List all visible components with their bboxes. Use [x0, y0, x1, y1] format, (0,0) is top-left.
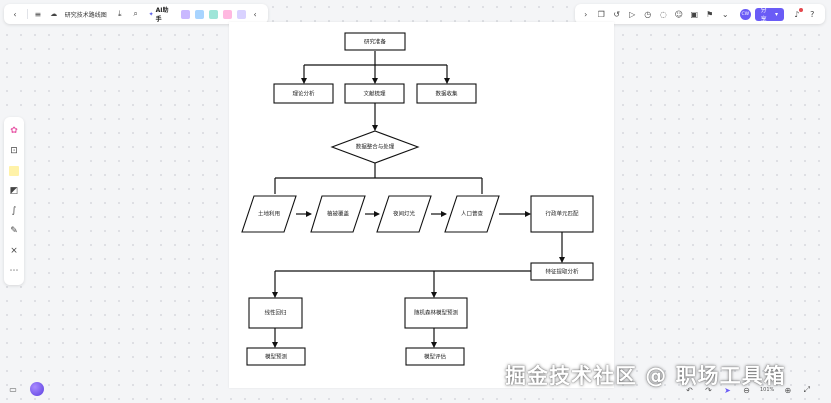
pen-tool-icon[interactable]: ✎: [10, 226, 18, 236]
collapse-chevron-icon[interactable]: ‹: [253, 9, 257, 19]
node-feature[interactable]: [530, 262, 594, 281]
zoom-out-icon[interactable]: ⊖: [743, 385, 750, 395]
redo-icon[interactable]: ↷: [705, 385, 712, 395]
help-icon[interactable]: ?: [810, 9, 815, 19]
app-plugin-icon[interactable]: [194, 9, 204, 19]
expand-chevron-icon[interactable]: ›: [584, 9, 588, 19]
bottom-right-controls: ↶ ↷ ➤ ⊖ 101% ⊕ ⤢: [680, 381, 816, 399]
ai-orb-icon[interactable]: [30, 382, 44, 396]
node-data-collection-label: 数据收集: [435, 90, 458, 98]
top-right-toolbar: › ❐ ↺ ▷ ◷ ◌ ☺ ▣ ⚑ ⌄ CW 分享 ▾ ♪ ?: [575, 4, 825, 24]
fit-screen-icon[interactable]: ⤢: [803, 385, 810, 394]
node-census-label: 人口普查: [461, 210, 484, 218]
share-dropdown-icon: ▾: [774, 10, 778, 18]
node-land-use-label: 土地利用: [258, 210, 280, 218]
menu-icon[interactable]: ≡: [34, 9, 42, 19]
node-linear-regression[interactable]: [248, 297, 303, 329]
zoom-level[interactable]: 101%: [760, 387, 775, 393]
node-literature-label: 文献梳理: [363, 90, 386, 98]
back-chevron-icon[interactable]: ‹: [13, 9, 17, 19]
share-label: 分享: [760, 7, 767, 23]
ai-assistant-label: AI助手: [155, 7, 169, 23]
search-icon[interactable]: ⌕: [133, 9, 138, 18]
notification-bell-icon[interactable]: ♪: [790, 7, 804, 21]
cloud-icon[interactable]: ☁: [50, 10, 58, 18]
node-land-use[interactable]: [241, 195, 297, 233]
download-icon[interactable]: ⤓: [117, 9, 122, 18]
mindmap-tool-icon[interactable]: ⨯: [10, 246, 18, 256]
node-vegetation-label: 植被覆盖: [327, 210, 350, 218]
app-plugin-icon[interactable]: [236, 9, 246, 19]
zoom-in-icon[interactable]: ⊕: [784, 385, 792, 395]
vote-icon[interactable]: ▣: [690, 9, 699, 19]
app-plugin-icon[interactable]: [208, 9, 218, 19]
node-random-forest-label: 随机森林模型预测: [414, 309, 459, 317]
node-night-light[interactable]: [376, 195, 432, 233]
node-theory-label: 理论分析: [292, 90, 315, 98]
node-theory[interactable]: [273, 83, 334, 104]
node-model-predict[interactable]: [246, 347, 306, 366]
node-decision[interactable]: [330, 130, 420, 164]
node-decision-label: 数据整合与处理: [356, 143, 395, 151]
select-cursor-icon[interactable]: ➤: [724, 385, 731, 395]
node-vegetation[interactable]: [310, 195, 366, 233]
node-literature[interactable]: [344, 83, 405, 104]
node-start[interactable]: [344, 32, 406, 51]
avatar[interactable]: CW: [740, 8, 751, 20]
node-linear-regression-label: 线性回归: [264, 309, 286, 317]
flowchart-diagram: 研究准备 理论分析 文献梳理 数据收集 数据整合与处理 土地利用 植被覆盖 夜间…: [241, 32, 594, 366]
timer-icon[interactable]: ◷: [644, 9, 652, 19]
palette-icon[interactable]: ✿: [10, 126, 18, 136]
app-plugin-icon[interactable]: [180, 9, 190, 19]
node-match-label: 行政单元匹配: [545, 210, 579, 218]
canvas-board[interactable]: 研究准备 理论分析 文献梳理 数据收集 数据整合与处理 土地利用 植被覆盖 夜间…: [229, 22, 614, 388]
emoji-icon[interactable]: ☺: [674, 9, 683, 19]
node-data-collection[interactable]: [416, 83, 477, 104]
node-start-label: 研究准备: [364, 38, 387, 46]
node-night-light-label: 夜间灯光: [393, 210, 416, 218]
top-left-toolbar: ‹ ≡ ☁ 研究技术路线图 ⤓ ⌕ ✦ AI助手 ‹: [4, 4, 268, 24]
undo-icon[interactable]: ↶: [686, 385, 693, 395]
sticky-note-icon: [9, 166, 19, 176]
flag-icon[interactable]: ⚑: [706, 9, 714, 19]
share-button[interactable]: 分享 ▾: [754, 7, 784, 23]
sticky-note-tool[interactable]: [7, 164, 21, 178]
shape-tool-icon[interactable]: ◩: [9, 186, 19, 196]
ai-sparkle-icon: ✦: [148, 10, 154, 18]
node-model-predict-label: 模型预测: [265, 353, 288, 361]
node-census[interactable]: [444, 195, 500, 233]
bottom-left-controls: ▭: [6, 382, 44, 396]
ai-assistant-button[interactable]: ✦ AI助手: [149, 5, 175, 23]
history-icon[interactable]: ↺: [613, 9, 621, 19]
more-chevron-icon[interactable]: ⌄: [721, 9, 729, 19]
template-icon[interactable]: ❐: [597, 9, 605, 19]
document-title[interactable]: 研究技术路线图: [64, 11, 107, 19]
node-model-eval[interactable]: [405, 347, 465, 366]
comment-icon[interactable]: ◌: [659, 9, 667, 19]
node-match[interactable]: [530, 195, 594, 233]
left-toolbar: ✿ ⊡ ◩ ∫ ✎ ⨯ ⋯: [4, 117, 24, 285]
divider: [26, 9, 28, 19]
play-icon[interactable]: ▷: [629, 9, 636, 19]
connector-tool-icon[interactable]: ∫: [11, 206, 17, 216]
more-tools-icon[interactable]: ⋯: [9, 266, 19, 276]
app-plugin-icon[interactable]: [222, 9, 232, 19]
frame-tool-icon[interactable]: ⊡: [10, 146, 18, 156]
minimap-icon[interactable]: ▭: [9, 384, 17, 394]
node-model-eval-label: 模型评估: [424, 353, 447, 361]
watermark: 掘金技术社区 @ 职场工具箱: [505, 364, 786, 388]
node-random-forest[interactable]: [404, 297, 468, 329]
node-feature-label: 特征提取分析: [545, 268, 579, 276]
